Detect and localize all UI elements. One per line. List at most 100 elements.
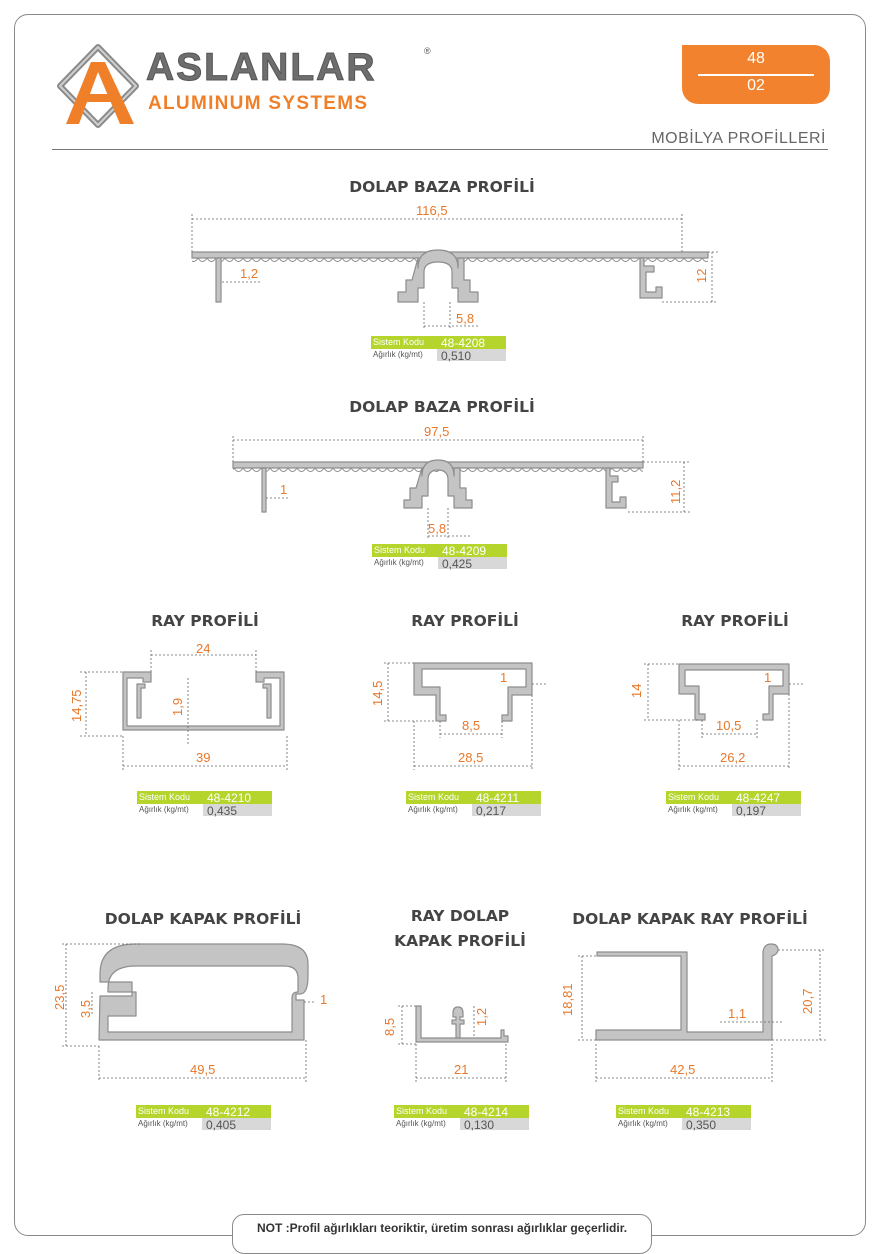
profile-4214-drawing [415, 1005, 509, 1043]
weight-value: 0,425 [442, 557, 473, 571]
dim-4208-width: 116,5 [416, 203, 448, 218]
dim-4212-height: 23,5 [52, 985, 67, 1010]
dim-4209-width: 97,5 [424, 424, 449, 439]
weight-label: Ağırlık (kg/mt) [374, 558, 424, 567]
dim-4214-width: 21 [454, 1062, 468, 1077]
profile-4213-drawing [595, 943, 779, 1041]
dim-4213-width: 42,5 [670, 1062, 695, 1077]
info-box-4209: Sistem Kodu 48-4209 Ağırlık (kg/mt) 0,425 [372, 544, 507, 571]
profile-title-4214-line1: RAY DOLAP [410, 907, 510, 925]
section-title: MOBİLYA PROFİLLERİ [651, 130, 826, 147]
code-value: 48-4214 [464, 1105, 509, 1119]
page-number-badge: 48 02 [682, 45, 830, 104]
code-value: 48-4247 [736, 791, 781, 805]
weight-value: 0,350 [686, 1118, 717, 1132]
dim-4247-thick: 1 [764, 670, 771, 685]
profile-title-4214-line2: KAPAK PROFİLİ [394, 932, 526, 950]
dim-4213-right-height: 20,7 [800, 989, 815, 1014]
code-label: Sistem Kodu [138, 1106, 190, 1116]
weight-label: Ağırlık (kg/mt) [139, 805, 189, 814]
profile-4209-drawing [232, 459, 644, 513]
dim-4208-height: 12 [694, 269, 709, 283]
aslanlar-logo-icon [57, 44, 139, 128]
dim-4208-slot: 5,8 [456, 311, 474, 326]
footer-note-text: NOT :Profil ağırlıkları teoriktir, üreti… [256, 1221, 628, 1235]
weight-label: Ağırlık (kg/mt) [396, 1119, 446, 1128]
weight-value: 0,510 [441, 349, 472, 363]
code-value: 48-4209 [442, 544, 487, 558]
info-box-4212: Sistem Kodu 48-4212 Ağırlık (kg/mt) 0,405 [136, 1105, 271, 1132]
dim-4247-width: 26,2 [720, 750, 745, 765]
page-number-top: 48 [747, 50, 765, 67]
code-label: Sistem Kodu [618, 1106, 670, 1116]
weight-value: 0,130 [464, 1118, 495, 1132]
code-label: Sistem Kodu [668, 792, 720, 802]
code-label: Sistem Kodu [374, 545, 426, 555]
dim-4214-height: 8,5 [382, 1018, 397, 1036]
profile-title-4208: DOLAP BAZA PROFİLİ [349, 178, 535, 196]
weight-label: Ağırlık (kg/mt) [408, 805, 458, 814]
info-box-4208: Sistem Kodu 48-4208 Ağırlık (kg/mt) 0,510 [371, 336, 506, 363]
code-label: Sistem Kodu [408, 792, 460, 802]
footer-note: NOT :Profil ağırlıkları teoriktir, üreti… [232, 1214, 652, 1254]
weight-value: 0,405 [206, 1118, 237, 1132]
profile-4211-drawing [413, 662, 533, 722]
weight-value: 0,435 [207, 804, 238, 818]
profile-4212-drawing [98, 943, 309, 1041]
code-label: Sistem Kodu [373, 337, 425, 347]
profile-title-4212: DOLAP KAPAK PROFİLİ [104, 910, 302, 928]
profile-4208-drawing [191, 249, 709, 303]
info-box-4211: Sistem Kodu 48-4211 Ağırlık (kg/mt) 0,217 [406, 791, 541, 818]
dim-4212-thick: 1 [320, 992, 327, 1007]
dim-4209-thick: 1 [280, 482, 287, 497]
dim-4210-lip: 1,9 [170, 698, 185, 716]
dim-4209-height: 11,2 [668, 480, 683, 504]
dim-4210-height: 14,75 [69, 689, 84, 722]
profile-title-4209: DOLAP BAZA PROFİLİ [349, 398, 535, 416]
weight-label: Ağırlık (kg/mt) [618, 1119, 668, 1128]
code-value: 48-4211 [476, 791, 520, 805]
code-value: 48-4210 [207, 791, 252, 805]
dim-4214-pin: 1,2 [474, 1008, 489, 1026]
info-box-4210: Sistem Kodu 48-4210 Ağırlık (kg/mt) 0,435 [137, 791, 272, 818]
info-box-4247: Sistem Kodu 48-4247 Ağırlık (kg/mt) 0,197 [666, 791, 801, 818]
weight-value: 0,197 [736, 804, 767, 818]
profile-4210-drawing [122, 671, 285, 731]
code-value: 48-4212 [206, 1105, 251, 1119]
page-number-bottom: 02 [747, 77, 765, 94]
profile-title-4210: RAY PROFİLİ [151, 612, 259, 630]
dim-4247-height: 14 [629, 684, 644, 698]
profile-title-4211: RAY PROFİLİ [411, 612, 519, 630]
dim-4247-gap: 10,5 [716, 718, 741, 733]
profile-title-4213: DOLAP KAPAK RAY PROFİLİ [572, 910, 808, 928]
brand-name: ASLANLAR [145, 46, 377, 90]
code-label: Sistem Kodu [139, 792, 191, 802]
code-value: 48-4213 [686, 1105, 731, 1119]
registered-mark: ® [424, 46, 431, 56]
weight-label: Ağırlık (kg/mt) [373, 350, 423, 359]
dim-4212-width: 49,5 [190, 1062, 215, 1077]
dim-4211-height: 14,5 [370, 681, 385, 706]
info-box-4214: Sistem Kodu 48-4214 Ağırlık (kg/mt) 0,130 [394, 1105, 529, 1132]
weight-label: Ağırlık (kg/mt) [138, 1119, 188, 1128]
weight-label: Ağırlık (kg/mt) [668, 805, 718, 814]
dim-4209-slot: 5,8 [428, 521, 446, 536]
dim-4210-inner: 24 [196, 641, 210, 656]
profile-4247-drawing [678, 663, 790, 721]
dim-4211-gap: 8,5 [462, 718, 480, 733]
header-divider [52, 149, 828, 150]
profile-title-4247: RAY PROFİLİ [681, 612, 789, 630]
code-label: Sistem Kodu [396, 1106, 448, 1116]
dim-4210-width: 39 [196, 750, 210, 765]
weight-value: 0,217 [476, 804, 507, 818]
dim-4211-width: 28,5 [458, 750, 483, 765]
dim-4212-slot: 3,5 [78, 1000, 93, 1018]
dim-4213-thick: 1,1 [728, 1006, 746, 1021]
dim-4211-thick: 1 [500, 670, 507, 685]
page-number-divider [698, 74, 814, 76]
brand-tagline: ALUMINUM SYSTEMS [148, 93, 369, 114]
code-value: 48-4208 [441, 336, 486, 350]
info-box-4213: Sistem Kodu 48-4213 Ağırlık (kg/mt) 0,350 [616, 1105, 751, 1132]
dim-4208-thick: 1,2 [240, 266, 258, 281]
